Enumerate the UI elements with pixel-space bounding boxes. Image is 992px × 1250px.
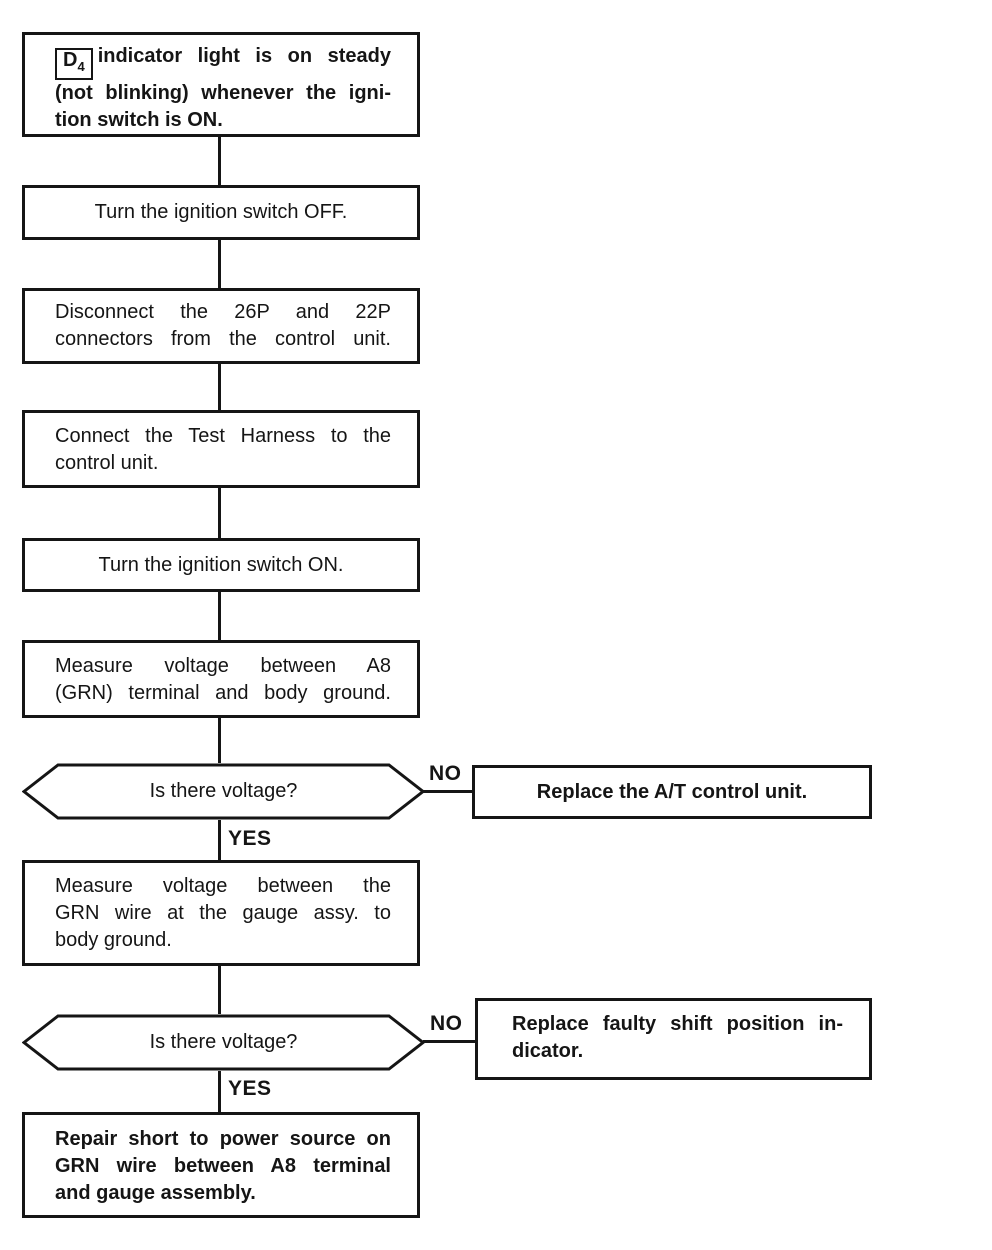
result-replace-at-control-unit: Replace the A/T control unit. bbox=[472, 765, 872, 819]
decision-question: Is there voltage? bbox=[149, 780, 298, 802]
text-line: Connect the Test Harness to the bbox=[55, 425, 391, 447]
text-line: tion switch is ON. bbox=[55, 109, 223, 131]
text-line: Measure voltage between the bbox=[55, 875, 391, 897]
connector-no-2 bbox=[423, 1040, 476, 1043]
yes-branch-label-2: YES bbox=[228, 1077, 272, 1100]
step-turn-ignition-off: Turn the ignition switch OFF. bbox=[22, 185, 420, 240]
decision-is-there-voltage-1: Is there voltage? bbox=[22, 763, 425, 820]
text-line: body ground. bbox=[55, 929, 172, 951]
text-line: Replace faulty shift position in- bbox=[512, 1013, 843, 1035]
text-line: Turn the ignition switch ON. bbox=[98, 553, 344, 576]
connector-down-4 bbox=[218, 488, 221, 538]
no-branch-label-2: NO bbox=[430, 1012, 463, 1035]
text-line: and gauge assembly. bbox=[55, 1182, 256, 1204]
step-measure-voltage-a8: Measure voltage between A8 (GRN) termina… bbox=[22, 640, 420, 718]
text-line: dicator. bbox=[512, 1040, 584, 1062]
connector-yes-1 bbox=[218, 820, 221, 860]
step-disconnect-connectors: Disconnect the 26P and 22P connectors fr… bbox=[22, 288, 420, 364]
text-line: Turn the ignition switch OFF. bbox=[94, 201, 348, 223]
connector-no-1 bbox=[423, 790, 473, 793]
decision-question: Is there voltage? bbox=[149, 1031, 298, 1053]
step-measure-voltage-grn-gauge: Measure voltage between the GRN wire at … bbox=[22, 860, 420, 966]
text-line: Repair short to power source on bbox=[55, 1128, 391, 1150]
connector-down-3 bbox=[218, 364, 221, 410]
yes-branch-label-1: YES bbox=[228, 827, 272, 850]
step-turn-ignition-on: Turn the ignition switch ON. bbox=[22, 538, 420, 592]
connector-down-7 bbox=[218, 966, 221, 1014]
no-branch-label-1: NO bbox=[429, 762, 462, 785]
connector-down-5 bbox=[218, 592, 221, 640]
decision-is-there-voltage-2: Is there voltage? bbox=[22, 1014, 425, 1071]
result-replace-shift-position-indicator: Replace faulty shift position in- dicato… bbox=[475, 998, 872, 1080]
text-line: (not blinking) whenever the igni- bbox=[55, 82, 391, 104]
text-line: control unit. bbox=[55, 452, 159, 474]
text-line: Replace the A/T control unit. bbox=[536, 780, 808, 803]
result-repair-short-grn-wire: Repair short to power source on GRN wire… bbox=[22, 1112, 420, 1218]
connector-down-1 bbox=[218, 137, 221, 185]
text-line: Disconnect the 26P and 22P bbox=[55, 301, 391, 323]
step-connect-test-harness: Connect the Test Harness to the control … bbox=[22, 410, 420, 488]
text-line: connectors from the control unit. bbox=[55, 328, 391, 350]
connector-down-6 bbox=[218, 718, 221, 763]
text-line: (GRN) terminal and body ground. bbox=[55, 682, 391, 704]
text-line: GRN wire between A8 terminal bbox=[55, 1155, 391, 1177]
text-line: Measure voltage between A8 bbox=[55, 655, 391, 677]
d4-gear-position-badge: D4 bbox=[55, 48, 93, 80]
connector-down-2 bbox=[218, 240, 221, 288]
connector-yes-2 bbox=[218, 1071, 221, 1112]
text-line: GRN wire at the gauge assy. to bbox=[55, 902, 391, 924]
